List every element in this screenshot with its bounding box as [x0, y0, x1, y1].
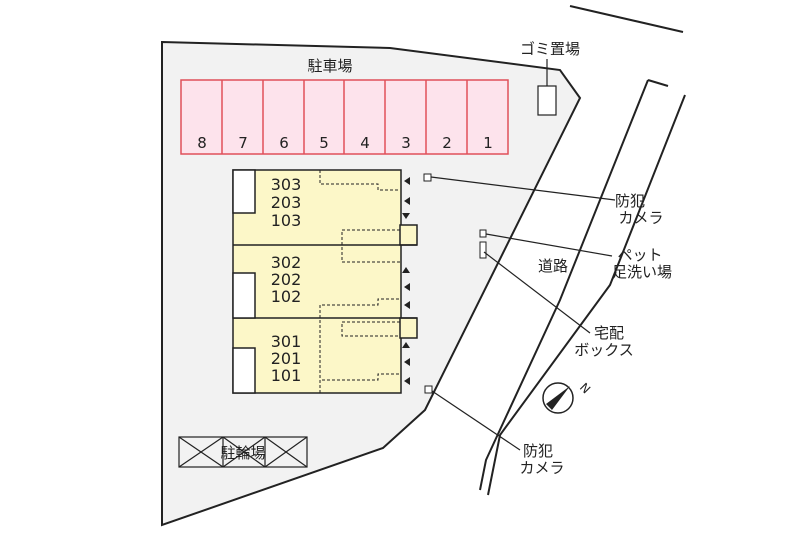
room-102: 102	[271, 287, 302, 306]
building	[232, 169, 418, 394]
parking-space-6: 6	[279, 134, 289, 152]
parking-title: 駐車場	[307, 57, 352, 75]
camera-top-icon	[423, 173, 432, 182]
room-303: 303	[271, 175, 302, 194]
delivery-box-label-2: ボックス	[574, 341, 634, 359]
camera-top-label-2: カメラ	[618, 209, 663, 227]
room-302: 302	[271, 253, 302, 272]
garbage-area	[537, 85, 557, 116]
delivery-box-label-1: 宅配	[594, 324, 624, 342]
room-202: 202	[271, 270, 302, 289]
room-101: 101	[271, 366, 302, 385]
room-201: 201	[271, 349, 302, 368]
pet-wash-label-1: ペット	[617, 246, 662, 264]
bicycle-parking	[178, 436, 308, 468]
parking-space-3: 3	[401, 134, 411, 152]
room-103: 103	[271, 211, 302, 230]
parking-space-5: 5	[319, 134, 329, 152]
bicycle-parking-label: 駐輪場	[220, 444, 265, 462]
pet-wash-label-2: 足洗い場	[612, 263, 672, 281]
camera-bottom-icon	[424, 385, 433, 394]
svg-text:N: N	[577, 380, 593, 396]
pet-wash-icon	[479, 229, 487, 238]
entrance-arrows	[402, 177, 410, 385]
road	[479, 5, 686, 496]
camera-top-label-1: 防犯	[615, 192, 645, 210]
camera-bottom-label-1: 防犯	[523, 442, 553, 460]
delivery-box-icon	[479, 241, 487, 259]
parking-space-8: 8	[197, 134, 207, 152]
parking-space-7: 7	[238, 134, 248, 152]
garbage-label: ゴミ置場	[520, 40, 580, 58]
room-203: 203	[271, 193, 302, 212]
compass-icon: N	[542, 380, 593, 414]
parking-space-1: 1	[483, 134, 493, 152]
room-301: 301	[271, 332, 302, 351]
road-label: 道路	[538, 257, 568, 275]
parking-space-2: 2	[442, 134, 452, 152]
camera-bottom-label-2: カメラ	[519, 459, 564, 477]
parking-space-4: 4	[360, 134, 370, 152]
parking-spaces: 8 7 6 5 4 3 2 1	[180, 79, 509, 155]
